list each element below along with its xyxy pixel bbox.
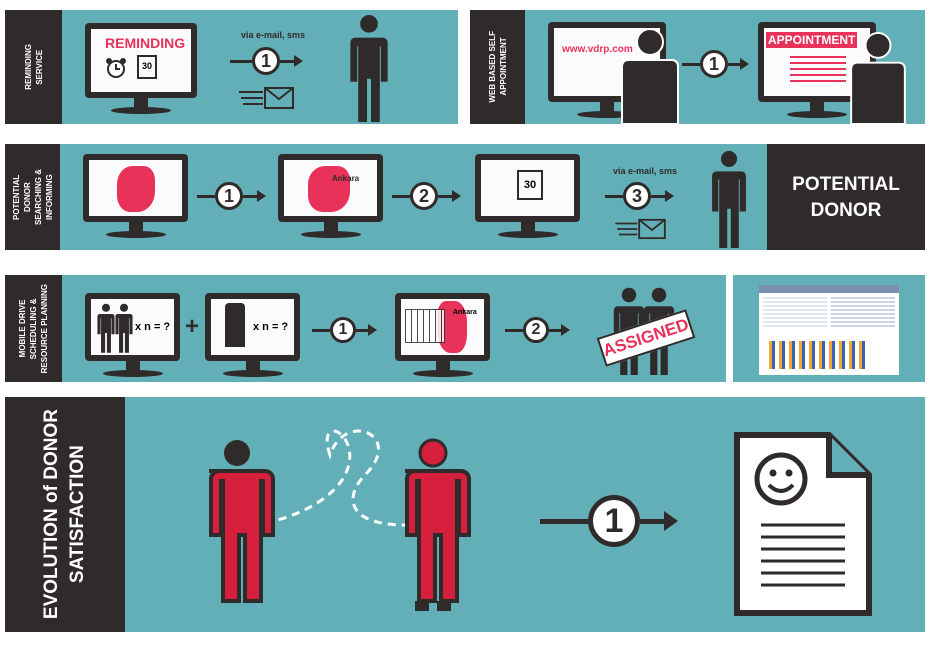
couple-heart-icon: [209, 429, 471, 611]
plus-sign: +: [185, 313, 200, 340]
person-icon: [621, 28, 679, 124]
step-arrow: 1: [197, 182, 266, 210]
reminding-service-panel: REMINDING SERVICE REMINDING 30 via e-mai…: [5, 10, 458, 124]
calendar-grid: [405, 309, 445, 343]
screen-title: REMINDING: [105, 35, 186, 51]
step-number: 3: [623, 182, 651, 210]
monitor: [83, 154, 188, 238]
label-text: REMINDING: [23, 44, 33, 90]
step-arrow: 1: [682, 50, 749, 78]
city-label: Ankara: [453, 309, 477, 316]
step-arrow: 1: [230, 47, 303, 75]
appointment-title: APPOINTMENT: [766, 32, 858, 48]
monitor: 30: [475, 154, 580, 238]
step-arrow: 3: [605, 182, 674, 210]
section-label: POTENTIAL DONOR SEARCHING & INFORMING: [5, 144, 60, 250]
label-text: EVOLUTION of DONOR: [41, 409, 62, 620]
mobile-drive-panel: MOBILE DRIVE SCHEDULING & RESOURCE PLANN…: [5, 275, 726, 382]
label-text: POTENTIAL: [11, 174, 21, 220]
label-text: SERVICE: [34, 49, 44, 85]
step-number: 1: [700, 50, 728, 78]
step-number: 1: [330, 317, 356, 343]
person-icon: [711, 150, 747, 248]
satisfied-document-icon: [734, 432, 872, 616]
step-number: 2: [523, 317, 549, 343]
step-arrow: 1: [540, 495, 678, 547]
via-label: via e-mail, sms: [613, 166, 678, 176]
section-label: WEB BASED SELF APPOINTMENT: [470, 10, 525, 124]
calendar-day: 30: [523, 179, 537, 191]
city-label: Ankara: [332, 174, 360, 183]
monitor: x n = ?: [205, 293, 300, 377]
step-number: 1: [252, 47, 280, 75]
formula: x n = ?: [253, 321, 289, 333]
label-text: SEARCHING &: [33, 168, 43, 225]
envelope-icon: [239, 87, 294, 109]
person-icon: [349, 14, 389, 122]
step-number: 1: [215, 182, 243, 210]
formula: x n = ?: [135, 321, 171, 333]
calendar-icon: 30: [517, 170, 543, 200]
label-text: SCHEDULING &: [29, 298, 38, 359]
map-icon: [117, 166, 155, 212]
label-text: SATISFACTION: [67, 445, 88, 584]
person-icon: [850, 32, 906, 124]
result-text: DONOR: [810, 200, 882, 221]
label-text: APPOINTMENT: [498, 37, 508, 97]
label-text: MOBILE DRIVE: [18, 299, 27, 358]
donor-satisfaction-panel: EVOLUTION of DONOR SATISFACTION 1: [5, 397, 925, 632]
medical-staff-icon: [97, 303, 133, 353]
monitor: REMINDING 30: [85, 23, 197, 114]
section-label: EVOLUTION of DONOR SATISFACTION: [5, 397, 125, 632]
form-lines: [790, 56, 846, 86]
donation-chair-icon: [225, 303, 245, 347]
software-screenshot: [759, 285, 899, 375]
potential-donor-box: POTENTIAL DONOR: [767, 144, 925, 250]
label-text: WEB BASED SELF: [487, 31, 497, 103]
step-number: 2: [410, 182, 438, 210]
monitor: Ankara: [395, 293, 490, 377]
alarm-clock-icon: [106, 58, 126, 78]
monitor: Ankara: [278, 154, 383, 238]
url-text: www.vdrp.com: [562, 44, 633, 55]
label-text: INFORMING: [44, 174, 54, 220]
section-label: MOBILE DRIVE SCHEDULING & RESOURCE PLANN…: [5, 275, 62, 382]
step-arrow: 1: [312, 317, 377, 343]
web-appointment-panel: WEB BASED SELF APPOINTMENT www.vdrp.com …: [470, 10, 925, 124]
software-screenshot-panel: [733, 275, 925, 382]
label-text: RESOURCE PLANNING: [40, 283, 49, 374]
monitor: x n = ?: [85, 293, 180, 377]
section-label: REMINDING SERVICE: [5, 10, 62, 124]
potential-donor-panel: POTENTIAL DONOR SEARCHING & INFORMING 1 …: [5, 144, 925, 250]
step-number: 1: [588, 495, 640, 547]
calendar-day: 30: [141, 61, 152, 71]
via-label: via e-mail, sms: [241, 30, 306, 40]
map-icon: [308, 166, 350, 212]
step-arrow: 2: [392, 182, 461, 210]
step-arrow: 2: [505, 317, 570, 343]
label-text: DONOR: [22, 182, 32, 212]
calendar-icon: 30: [137, 55, 157, 79]
result-text: POTENTIAL: [792, 174, 900, 195]
envelope-icon: [615, 218, 666, 240]
